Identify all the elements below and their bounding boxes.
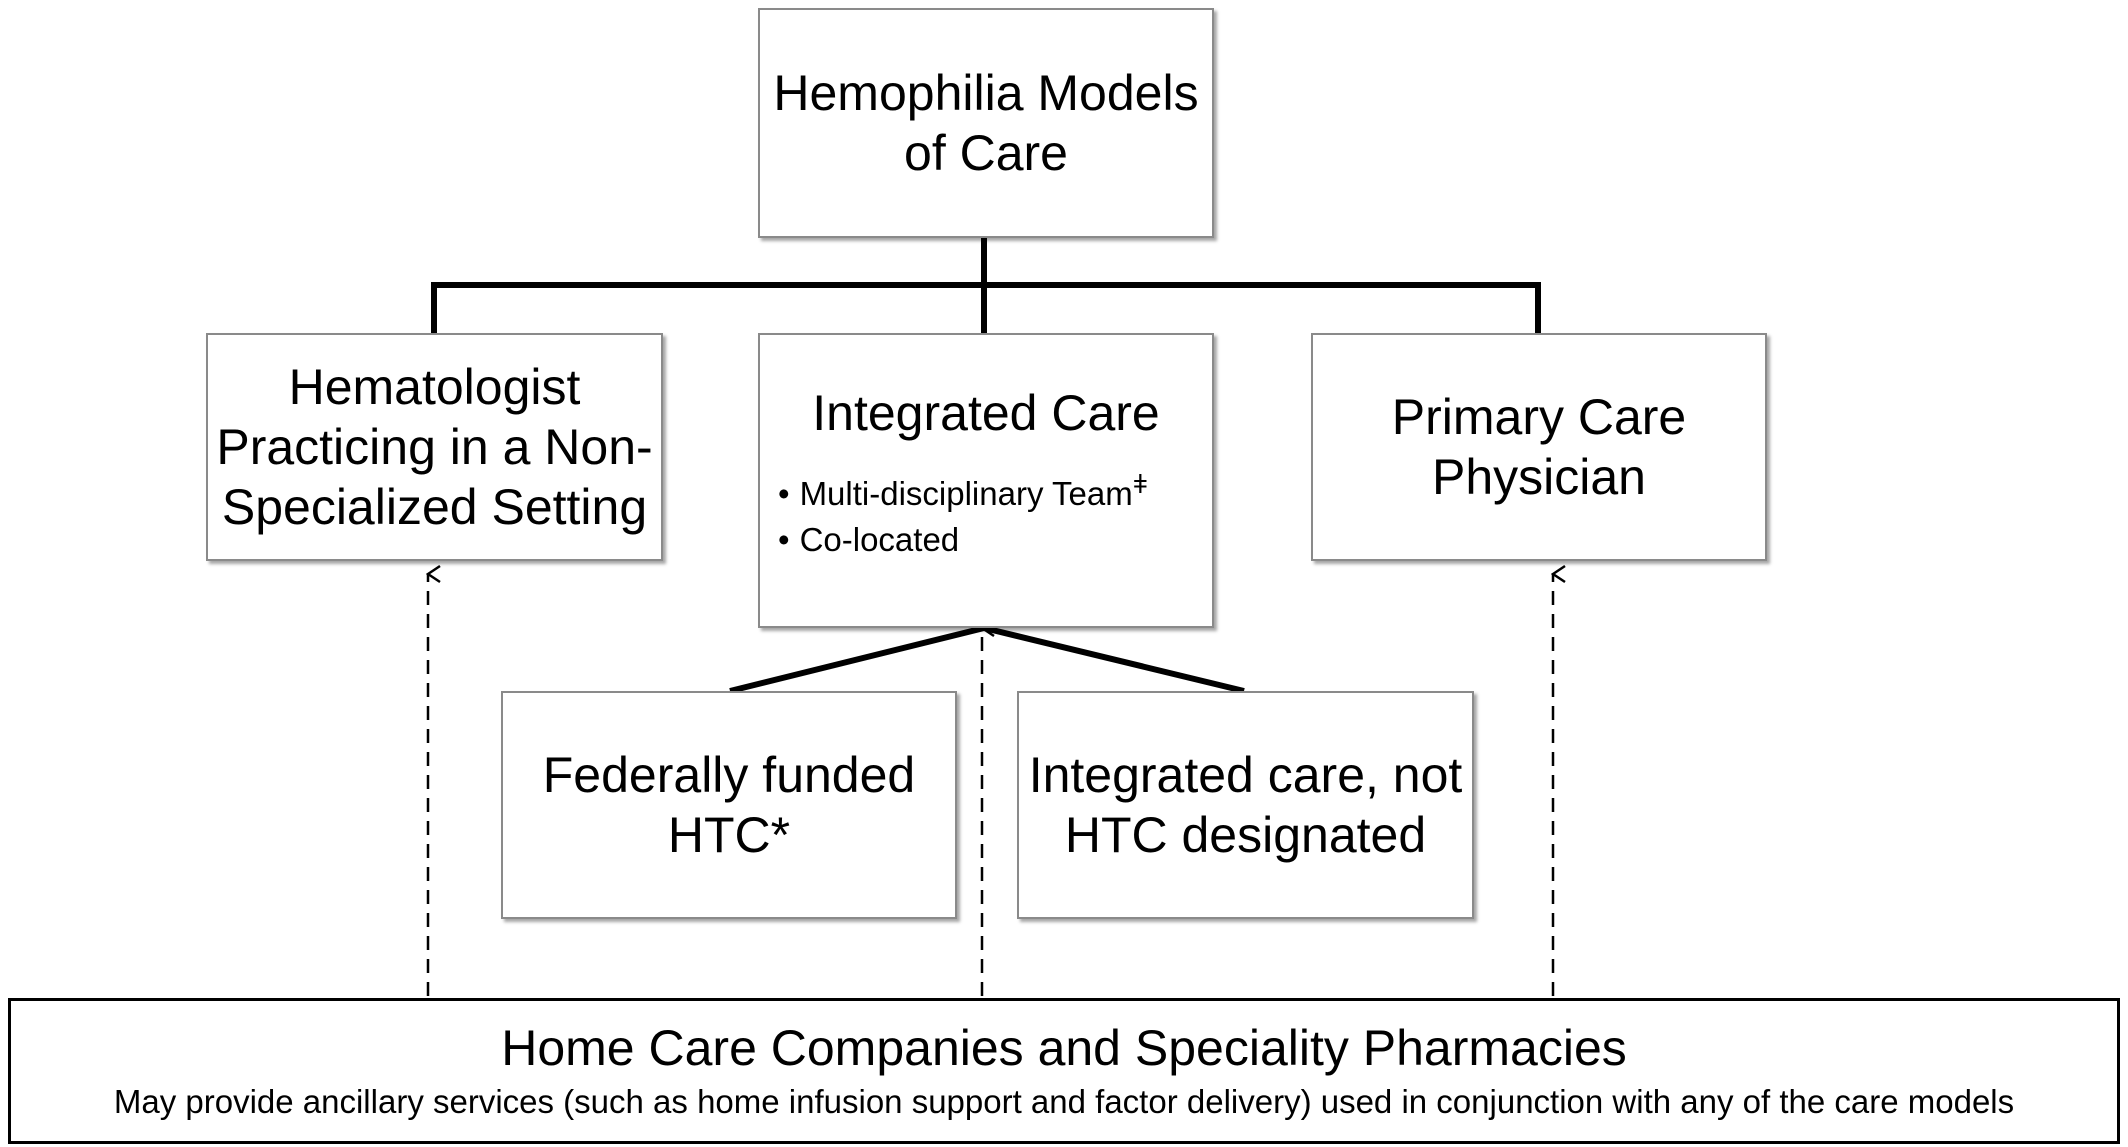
bullet-co-located: Co-located <box>778 517 1148 563</box>
hematologist-line2: Practicing in a Non- <box>216 419 653 475</box>
hematologist-line1: Hematologist <box>288 359 581 415</box>
bullet-multidisciplinary: Multi-disciplinary Teamǂ <box>778 461 1148 517</box>
home-care-title: Home Care Companies and Speciality Pharm… <box>501 1020 1627 1076</box>
branch-not-htc-line <box>983 625 1245 694</box>
home-care-description: May provide ancillary services (such as … <box>113 1083 2015 1120</box>
root-title-line2: of Care <box>904 125 1068 181</box>
integrated-care-node: Integrated Care Multi-disciplinary Teamǂ… <box>758 333 1214 628</box>
federal-htc-line2: HTC* <box>667 807 791 863</box>
hematologist-node: Hematologist Practicing in a Non- Specia… <box>206 333 663 561</box>
primary-care-node: Primary Care Physician <box>1311 333 1767 561</box>
federal-htc-line1: Federally funded <box>542 747 916 803</box>
not-htc-node: Integrated care, not HTC designated <box>1017 691 1474 919</box>
home-care-node: Home Care Companies and Speciality Pharm… <box>8 998 2120 1144</box>
federal-htc-node: Federally funded HTC* <box>501 691 957 919</box>
hematologist-line3: Specialized Setting <box>221 479 648 535</box>
branch-federal-line <box>729 625 985 694</box>
integrated-care-bullets: Multi-disciplinary Teamǂ Co-located <box>778 461 1148 563</box>
primary-care-line1: Primary Care <box>1391 389 1687 445</box>
footnote-symbol: ǂ <box>1132 469 1148 499</box>
not-htc-line1: Integrated care, not <box>1028 747 1463 803</box>
root-title-line1: Hemophilia Models <box>773 65 1199 121</box>
not-htc-line2: HTC designated <box>1064 807 1427 863</box>
integrated-care-title: Integrated Care <box>812 385 1160 441</box>
root-node: Hemophilia Models of Care <box>758 8 1214 238</box>
primary-care-line2: Physician <box>1432 449 1646 505</box>
